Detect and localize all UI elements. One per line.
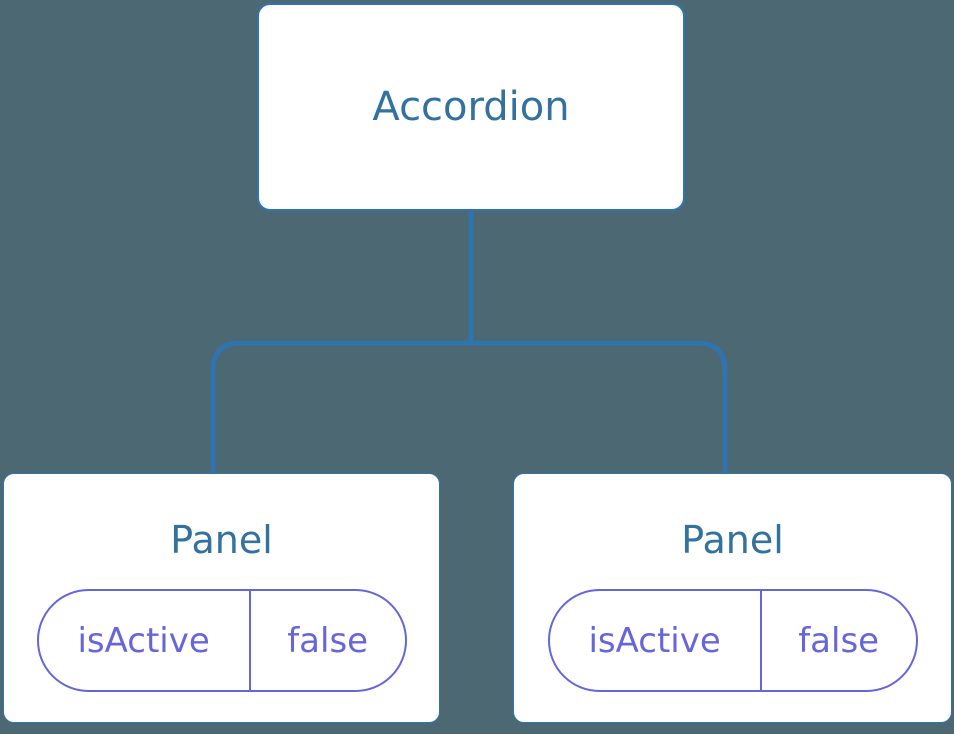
state-value: false (287, 620, 369, 661)
state-pill: isActive false (36, 589, 407, 692)
panel-node-left: Panel isActive false (3, 473, 440, 723)
state-name: isActive (550, 591, 762, 690)
state-value: false (798, 620, 880, 661)
state-pill: isActive false (547, 589, 918, 692)
panel-node-right: Panel isActive false (513, 473, 952, 723)
state-name: isActive (39, 591, 251, 690)
panel-node-label: Panel (681, 518, 784, 562)
accordion-node-label: Accordion (372, 84, 570, 130)
panel-node-label: Panel (170, 518, 273, 562)
connector-branches (210, 340, 728, 474)
accordion-node: Accordion (257, 3, 685, 211)
